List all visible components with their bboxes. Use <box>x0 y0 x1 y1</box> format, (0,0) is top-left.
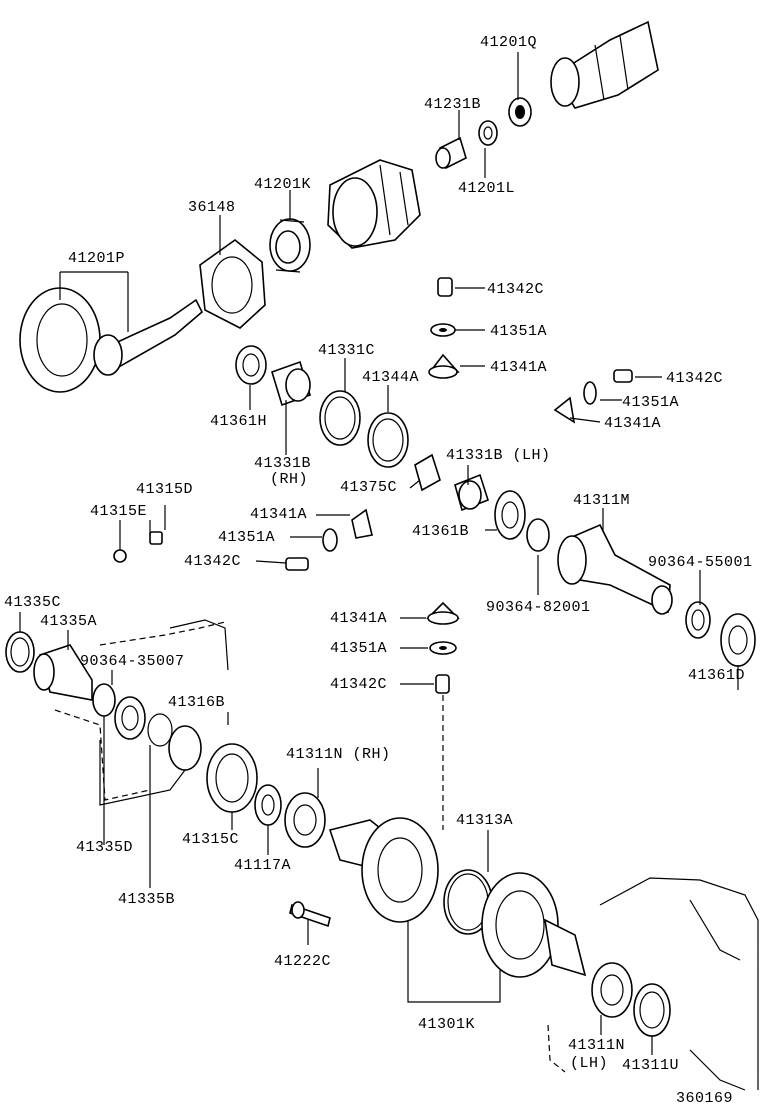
side-gear-set-center <box>426 601 460 830</box>
bolt-41315D <box>149 531 163 545</box>
label-41335D: 41335D <box>76 839 134 856</box>
label-90364-55001: 90364-55001 <box>648 554 753 571</box>
label-41361B: 41361B <box>412 523 470 540</box>
ring-41344A <box>367 412 409 468</box>
label-41342C-b: 41342C <box>666 370 724 387</box>
label-41311N-rh: 41311N (RH) <box>286 746 391 763</box>
label-41361D: 41361D <box>688 667 746 684</box>
side-gear-set-upper <box>428 277 460 379</box>
washer-41117A <box>254 784 282 826</box>
housing-sketch-left <box>54 619 229 806</box>
label-41311N-lh: 41311N <box>568 1037 626 1054</box>
label-41341A-d: 41341A <box>330 610 388 627</box>
snap-ring-41331C <box>319 390 361 446</box>
label-lh-a: (LH) <box>570 1055 609 1072</box>
flange-yoke <box>481 872 587 978</box>
label-41375C: 41375C <box>340 479 398 496</box>
label-41342C-d: 41342C <box>330 676 388 693</box>
gasket-36148 <box>199 238 266 329</box>
seal-41315C <box>206 743 258 813</box>
washer-41361B <box>494 490 526 540</box>
label-41335B: 41335B <box>118 891 176 908</box>
bolt-41222C <box>289 901 331 928</box>
label-90364-35007: 90364-35007 <box>80 653 185 670</box>
washer-90364-82001 <box>526 518 550 552</box>
label-41315D: 41315D <box>136 481 194 498</box>
label-41117A: 41117A <box>234 857 292 874</box>
ring-41315E <box>113 549 127 563</box>
label-41335C: 41335C <box>4 594 62 611</box>
bearing-41311N-rh <box>284 792 326 848</box>
label-41201L: 41201L <box>458 180 516 197</box>
leader-lines <box>19 52 739 1055</box>
drive-tube-housing <box>550 20 659 109</box>
label-41335A: 41335A <box>40 613 98 630</box>
label-41301K: 41301K <box>418 1016 476 1033</box>
bearing-41201K <box>269 218 311 273</box>
block-41375C <box>414 453 441 492</box>
sleeve-41231B <box>435 136 467 170</box>
label-41331B-lh: 41331B (LH) <box>446 447 551 464</box>
label-41351A-c: 41351A <box>218 529 276 546</box>
label-41201Q: 41201Q <box>480 34 538 51</box>
bearing-41201L <box>478 120 498 146</box>
label-41316B: 41316B <box>168 694 226 711</box>
label-41231B: 41231B <box>424 96 482 113</box>
housing-sketch-right <box>547 877 759 1091</box>
label-90364-82001: 90364-82001 <box>486 599 591 616</box>
label-41222C: 41222C <box>274 953 332 970</box>
side-gear-41331B-rh <box>271 360 311 407</box>
label-41341A-c: 41341A <box>250 506 308 523</box>
washer-90364-55001 <box>685 601 711 639</box>
bearing-41311N-lh <box>591 962 633 1018</box>
ring-41335C <box>5 631 35 673</box>
washer-41361H <box>235 345 267 385</box>
label-41361H: 41361H <box>210 413 268 430</box>
ring-41335D <box>92 683 116 717</box>
label-41315C: 41315C <box>182 831 240 848</box>
label-rh-a: (RH) <box>270 471 309 488</box>
carrier-housing <box>327 159 421 249</box>
label-41351A-a: 41351A <box>490 323 548 340</box>
seal-41311U <box>633 983 671 1037</box>
drawing-number: 360169 <box>676 1090 734 1107</box>
seal-41201Q <box>508 97 532 127</box>
label-41201P: 41201P <box>68 250 126 267</box>
label-41315E: 41315E <box>90 503 148 520</box>
label-41201K: 41201K <box>254 176 312 193</box>
axle-flange-41301K <box>328 817 439 923</box>
label-41331C: 41331C <box>318 342 376 359</box>
label-41341A-b: 41341A <box>604 415 662 432</box>
label-41344A: 41344A <box>362 369 420 386</box>
bearing-41335B <box>114 696 146 740</box>
label-41342C-a: 41342C <box>487 281 545 298</box>
clip-41316B <box>147 713 202 771</box>
spacer-41335A <box>33 644 93 701</box>
label-41342C-c: 41342C <box>184 553 242 570</box>
side-gear-41331B-lh <box>454 473 489 512</box>
side-gear-set-left <box>285 508 373 571</box>
label-41341A-a: 41341A <box>490 359 548 376</box>
label-41331B-rh: 41331B <box>254 455 312 472</box>
label-41351A-d: 41351A <box>330 640 388 657</box>
label-36148: 36148 <box>188 199 236 216</box>
label-41313A: 41313A <box>456 812 514 829</box>
label-41311U: 41311U <box>622 1057 680 1074</box>
side-gear-set-right <box>553 369 633 424</box>
label-41311M: 41311M <box>573 492 631 509</box>
label-41351A-b: 41351A <box>622 394 680 411</box>
ring-gear-pinion-41201P <box>19 287 203 393</box>
washer-41361D <box>720 613 756 667</box>
